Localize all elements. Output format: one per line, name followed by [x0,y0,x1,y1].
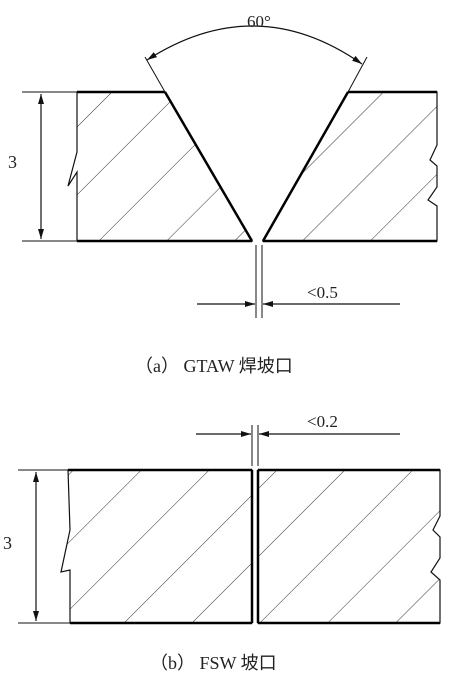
fsw-caption: （b） FSW 坡口 [150,653,277,673]
gtaw-gap-label: <0.5 [307,283,338,302]
gtaw-caption: （a） GTAW 焊坡口 [135,356,293,376]
gtaw-left-plate [67,91,254,242]
fsw-thickness-label: 3 [3,533,12,553]
fsw-left-plate [60,469,253,624]
gtaw-angle-label: 60° [247,12,271,31]
gtaw-right-plate [261,91,438,242]
gtaw-angle-arc [146,25,363,65]
fsw-gap-label: <0.2 [307,412,338,431]
fsw-right-plate [257,469,441,624]
gtaw-thickness-label: 3 [8,152,17,172]
fsw-groove-figure: 3 <0.2 （b） FSW 坡口 [3,412,441,673]
gtaw-groove-figure: 60° 3 <0.5 （a） GTAW 焊坡口 [8,12,438,376]
